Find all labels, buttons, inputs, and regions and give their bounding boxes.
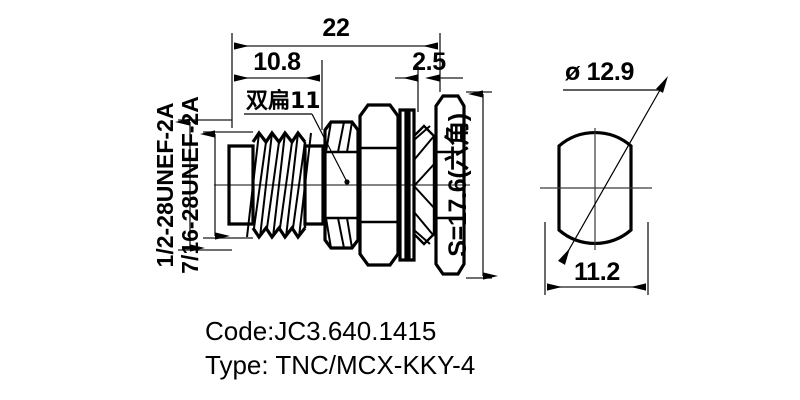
- dimension-value-across-flats: 11.2: [574, 258, 620, 286]
- dimension-hex-across-flats: S=17.6(六角): [444, 90, 498, 280]
- title-block: Code:JC3.640.1415 Type: TNC/MCX-KKY-4: [205, 316, 475, 380]
- dimension-flange-thickness: 2.5: [395, 48, 463, 112]
- dimension-across-flats: 11.2: [544, 222, 649, 295]
- dimension-value-flange-thickness: 2.5: [412, 48, 446, 76]
- dimension-overall-length: 22: [231, 14, 441, 128]
- dimension-value-thread-length: 10.8: [253, 48, 301, 76]
- thread-label-inner: 7/16-28UNEF-2A: [177, 96, 253, 274]
- side-section-view: 22 10.8 2.5 S=17.6(六角): [152, 14, 498, 280]
- main-hex-nut: [358, 103, 400, 267]
- dimension-thread-length: 10.8: [234, 48, 323, 130]
- dimension-value-hex-across-flats: S=17.6(六角): [444, 113, 472, 257]
- thread-spec-outer: 1/2-28UNEF-2A: [152, 103, 178, 268]
- first-hex-nut: [323, 120, 360, 250]
- part-type-label: Type: TNC/MCX-KKY-4: [205, 350, 475, 380]
- note-double-flat-text: 双扁11: [246, 89, 321, 114]
- dimension-diameter: ø 12.9: [558, 58, 668, 265]
- thread-spec-inner: 7/16-28UNEF-2A: [177, 96, 203, 274]
- crimp-knurl-zone: [412, 124, 437, 246]
- end-elevation-view: ø 12.9 11.2: [540, 58, 668, 295]
- dimension-value-overall-length: 22: [322, 14, 349, 42]
- part-code-label: Code:JC3.640.1415: [205, 316, 436, 346]
- thread-label-outer: 1/2-28UNEF-2A: [152, 103, 232, 268]
- shoulder-collar: [303, 144, 325, 226]
- end-flange-hex: [434, 94, 466, 276]
- washer-plates: [398, 108, 416, 262]
- note-double-flat: 双扁11: [244, 89, 350, 185]
- dimension-value-diameter: ø 12.9: [565, 58, 634, 86]
